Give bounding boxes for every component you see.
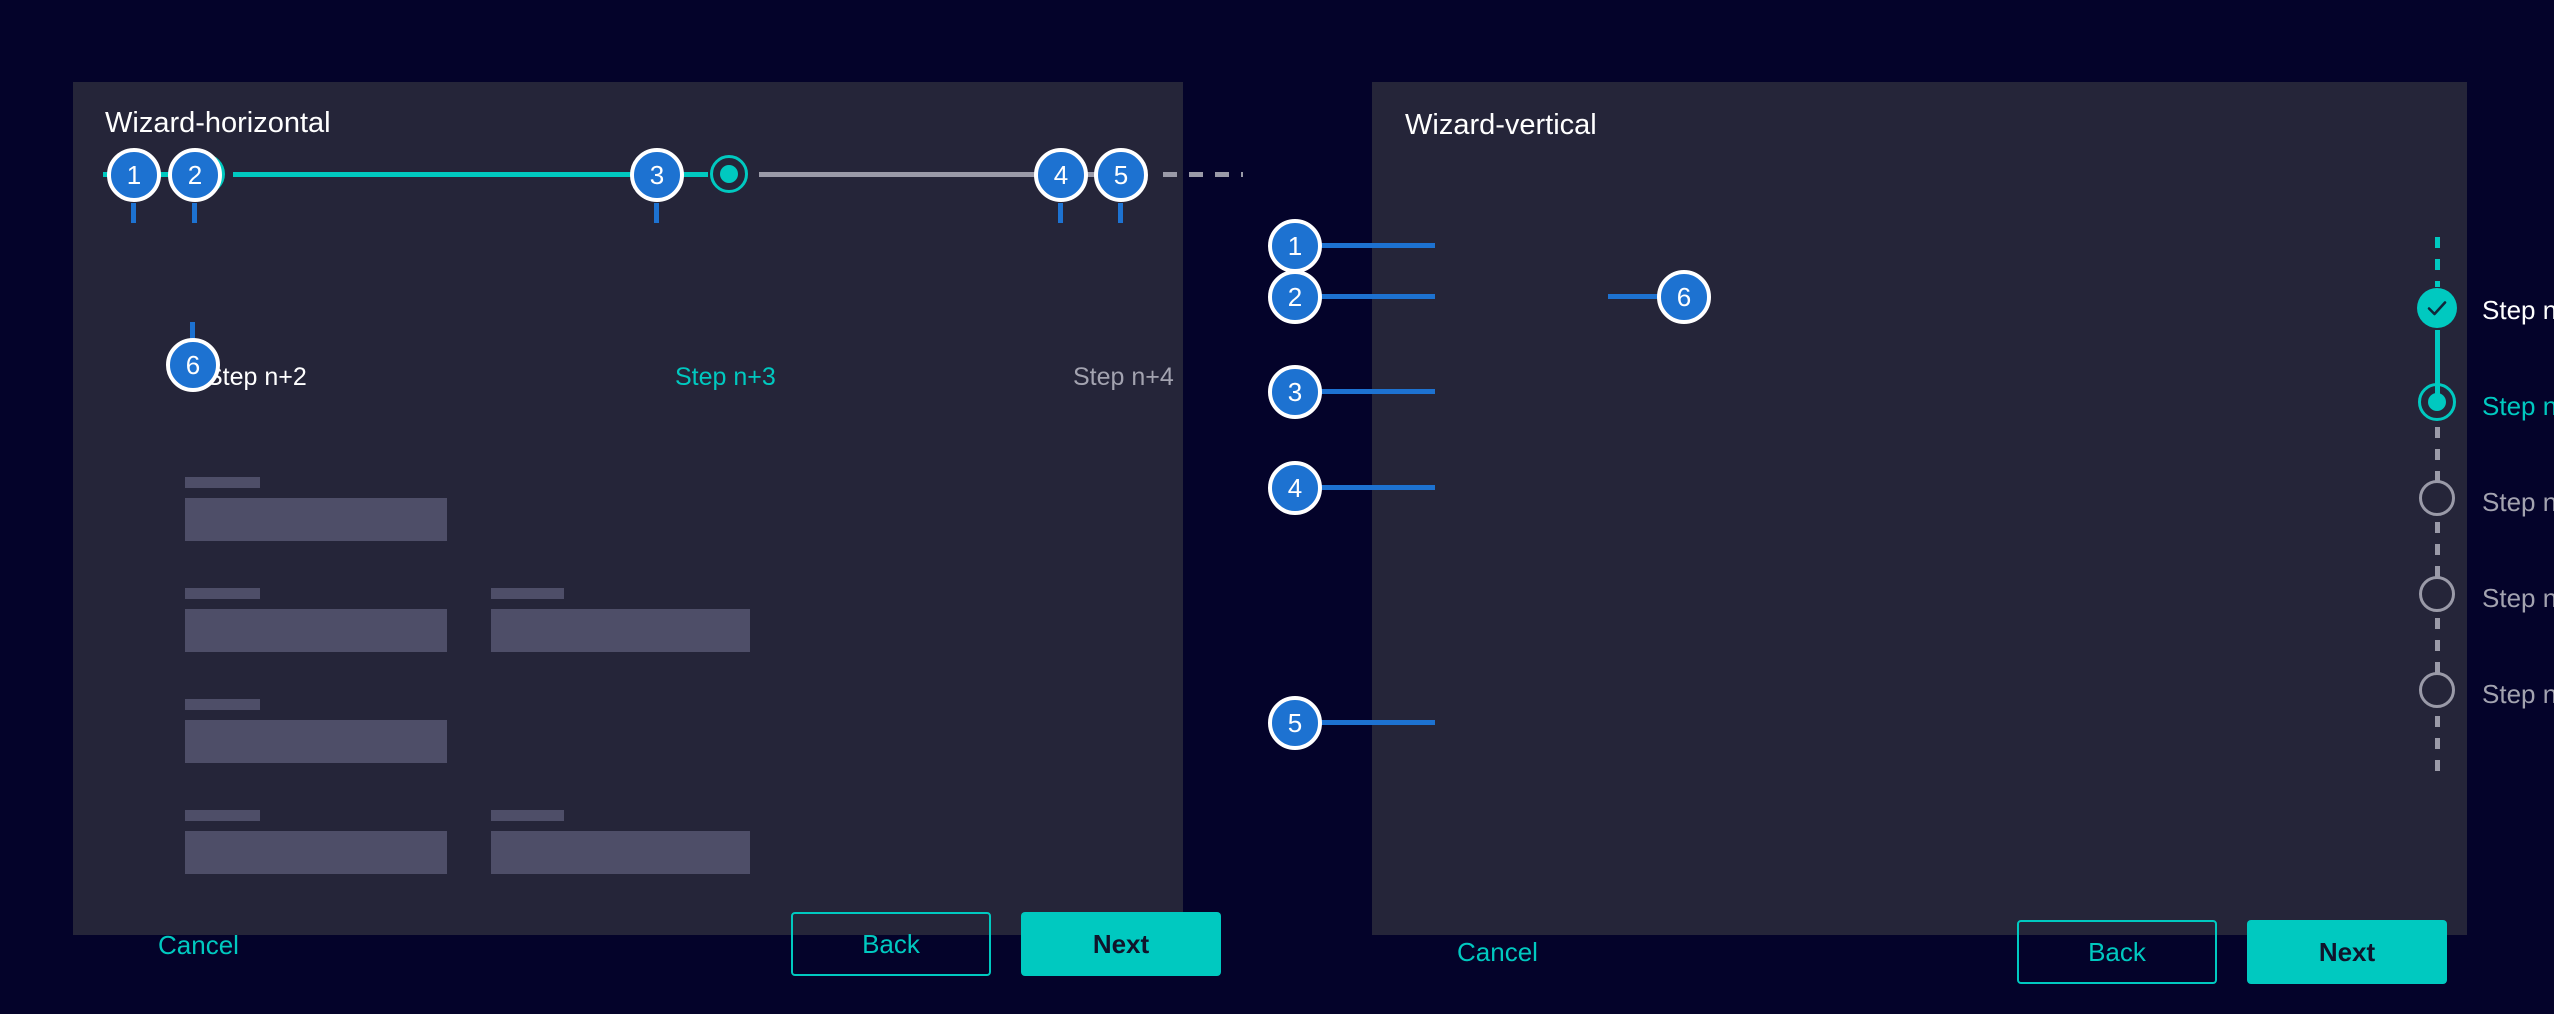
check-icon [2427, 301, 2447, 316]
skeleton-label-bar [185, 810, 260, 821]
skeleton-label-bar [491, 588, 564, 599]
step-label-4: Step n+6 [2482, 679, 2554, 709]
step-label-2: Step n+4 [2482, 487, 2554, 517]
step-node-current[interactable] [710, 155, 748, 193]
leader-line [1300, 294, 1435, 299]
leader-line [1300, 243, 1435, 248]
leader-line [1300, 389, 1435, 394]
leader-line [1300, 720, 1435, 725]
step-node-current[interactable] [2418, 383, 2456, 421]
skeleton-row [185, 588, 885, 699]
step-node-todo[interactable] [2419, 480, 2455, 516]
vertical-stepper: Step n+2 Step n+3 Step n+4 Step n+5 Step… [1372, 82, 2554, 935]
page-title: Wizard-horizontal [105, 107, 331, 139]
leader-line [1608, 294, 1686, 299]
skeleton-label-bar [491, 810, 564, 821]
stepper-track-complete [233, 172, 708, 177]
skeleton-input-box[interactable] [491, 831, 750, 874]
skeleton-row [185, 699, 885, 810]
stepper-trailing-dash [1163, 172, 1243, 177]
skeleton-label-bar [185, 477, 260, 488]
skeleton-label-bar [185, 588, 260, 599]
leader-line [190, 322, 195, 344]
annotation-marker-6[interactable]: 6 [166, 338, 220, 392]
step-node-complete[interactable] [2417, 288, 2457, 328]
wizard-horizontal-footer: Cancel Back Next [73, 82, 1221, 976]
stepper-dash-todo [2435, 522, 2440, 580]
stepper-trailing-dash [2435, 716, 2440, 778]
stepper-track-todo [759, 172, 1112, 177]
leader-line [131, 203, 136, 223]
stepper-dash-todo [2435, 618, 2440, 676]
skeleton-field [185, 810, 447, 874]
stepper-dash-todo [2435, 427, 2440, 487]
stepper-track-complete [2435, 330, 2440, 402]
leader-line [192, 203, 197, 223]
annotation-marker-5[interactable]: 5 [1268, 696, 1322, 750]
annotation-marker-1[interactable]: 1 [1268, 219, 1322, 273]
wizard-vertical-footer: Cancel Back Next [1372, 82, 2467, 984]
wizard-vertical-panel: Wizard-vertical Step n+2 Step n+3 [1372, 82, 2554, 984]
leader-line [654, 203, 659, 223]
annotation-marker-5[interactable]: 5 [1094, 148, 1148, 202]
leader-line [1058, 203, 1063, 223]
step-label-0: Step n+2 [206, 363, 307, 391]
current-step-dot-icon [720, 165, 738, 183]
step-label-3: Step n+5 [2482, 583, 2554, 613]
skeleton-input-box[interactable] [491, 609, 750, 652]
form-skeleton [185, 477, 885, 921]
cancel-button[interactable]: Cancel [1457, 937, 1538, 967]
page-title: Wizard-vertical [1405, 109, 1597, 141]
skeleton-field [185, 477, 447, 541]
step-label-1: Step n+3 [675, 363, 776, 391]
skeleton-field [491, 810, 750, 874]
annotation-marker-4[interactable]: 4 [1268, 461, 1322, 515]
cancel-button[interactable]: Cancel [158, 930, 239, 960]
annotation-marker-2[interactable]: 2 [1268, 270, 1322, 324]
annotation-marker-3[interactable]: 3 [630, 148, 684, 202]
skeleton-input-box[interactable] [185, 831, 447, 874]
annotation-marker-2[interactable]: 2 [168, 148, 222, 202]
skeleton-field [491, 588, 750, 652]
step-node-todo[interactable] [2419, 672, 2455, 708]
annotation-marker-1[interactable]: 1 [107, 148, 161, 202]
skeleton-input-box[interactable] [185, 609, 447, 652]
back-button[interactable]: Back [2017, 920, 2217, 984]
current-step-dot-icon [2428, 393, 2446, 411]
step-label-1: Step n+3 [2482, 391, 2554, 421]
back-button[interactable]: Back [791, 912, 991, 976]
annotation-marker-4[interactable]: 4 [1034, 148, 1088, 202]
skeleton-row [185, 477, 885, 588]
annotation-marker-6[interactable]: 6 [1657, 270, 1711, 324]
step-node-todo[interactable] [2419, 576, 2455, 612]
leader-line [1300, 485, 1435, 490]
step-label-2: Step n+4 [1073, 363, 1174, 391]
annotation-marker-3[interactable]: 3 [1268, 365, 1322, 419]
next-button[interactable]: Next [2247, 920, 2447, 984]
wizard-horizontal-panel: Wizard-horizontal [73, 82, 1243, 976]
skeleton-input-box[interactable] [185, 498, 447, 541]
step-label-0: Step n+2 [2482, 295, 2554, 325]
skeleton-row [185, 810, 885, 921]
leader-line [1118, 203, 1123, 223]
next-button[interactable]: Next [1021, 912, 1221, 976]
skeleton-field [185, 699, 447, 763]
stepper-leading-dash [2435, 237, 2440, 287]
skeleton-label-bar [185, 699, 260, 710]
skeleton-field [185, 588, 447, 652]
skeleton-input-box[interactable] [185, 720, 447, 763]
